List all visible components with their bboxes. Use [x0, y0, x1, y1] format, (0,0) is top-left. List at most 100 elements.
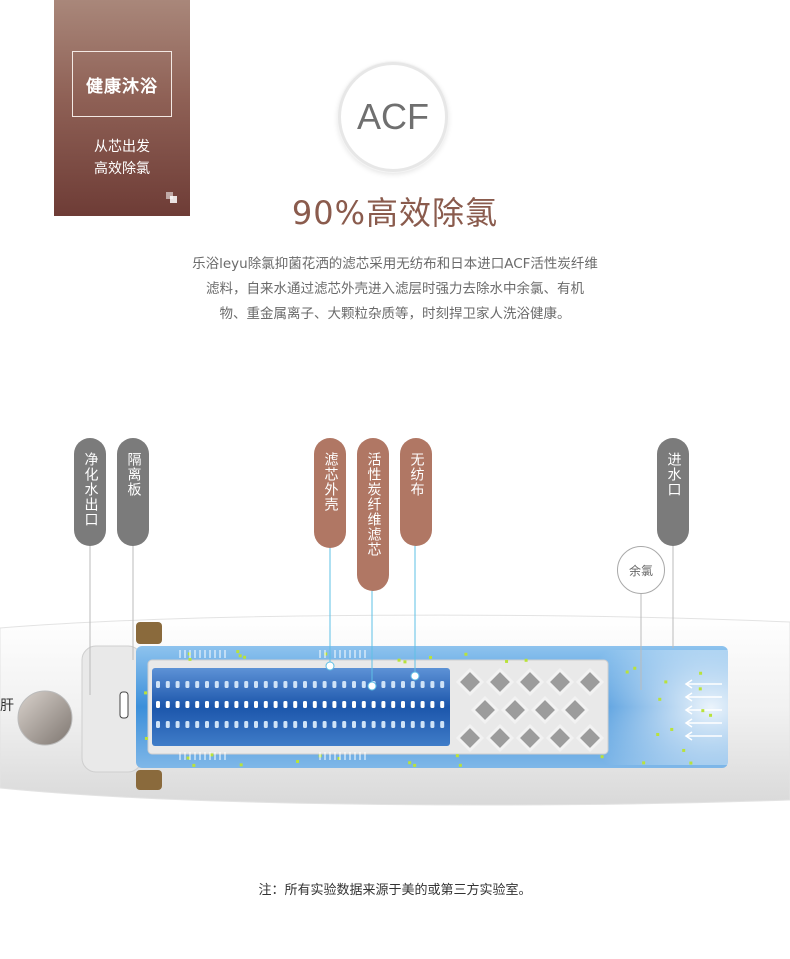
core-hole — [381, 681, 386, 688]
core-hole — [224, 681, 229, 688]
page-headline: 90%高效除氯 — [291, 194, 499, 232]
core-hole — [430, 701, 435, 708]
gold-ring-bottom — [136, 770, 162, 790]
label-inlet: 进水口 — [657, 438, 689, 546]
leader-shell-dot — [325, 661, 335, 671]
core-hole — [234, 681, 239, 688]
badge-title-box: 健康沐浴 — [72, 51, 172, 117]
core-hole — [263, 681, 268, 688]
chlorine-particle — [699, 671, 703, 675]
core-hole — [322, 681, 327, 688]
core-hole — [165, 681, 170, 688]
core-hole — [273, 681, 278, 688]
core-hole — [293, 681, 298, 688]
core-hole — [371, 701, 376, 708]
chlorine-particle — [192, 763, 196, 767]
core-hole — [342, 701, 347, 708]
honeycomb-pattern — [455, 667, 605, 753]
description: 乐浴leyu除氯抑菌花洒的滤芯采用无纺布和日本进口ACF活性炭纤维 滤料，自来水… — [0, 252, 790, 327]
squares-icon — [166, 192, 178, 204]
core-hole — [195, 681, 200, 688]
label-nonwoven: 无纺布 — [400, 438, 432, 546]
chlorine-particle — [524, 658, 528, 662]
core-hole — [371, 721, 376, 728]
badge-title: 健康沐浴 — [86, 76, 158, 97]
chlorine-particle — [464, 652, 468, 656]
core-hole — [214, 681, 219, 688]
chlorine-particle — [709, 713, 713, 717]
honeycomb-cell — [455, 723, 485, 753]
label-partition: 隔离板 — [117, 438, 149, 546]
core-hole — [361, 721, 366, 728]
chlorine-particle — [642, 761, 646, 765]
chlorine-particle — [656, 733, 660, 737]
core-hole — [391, 721, 396, 728]
core-hole — [312, 681, 317, 688]
chlorine-particle — [413, 763, 417, 767]
chlorine-particle — [600, 755, 604, 759]
chlorine-particle — [324, 652, 328, 656]
core-hole — [254, 681, 258, 688]
chlorine-particle — [403, 660, 407, 664]
core-hole — [381, 721, 386, 728]
chlorine-particle — [239, 763, 243, 767]
core-hole — [342, 681, 347, 688]
badge-subtitle-2: 高效除氯 — [94, 161, 150, 177]
chlorine-particle — [337, 756, 341, 760]
chlorine-particle — [408, 761, 412, 765]
honeycomb-cell — [515, 723, 545, 753]
core-hole — [214, 721, 219, 728]
footnote: 注：所有实验数据来源于美的或第三方实验室。 — [258, 883, 532, 898]
core-hole — [234, 721, 239, 728]
chlorine-particle — [243, 655, 247, 659]
chlorine-particle — [397, 658, 401, 662]
core-hole — [401, 681, 405, 688]
chlorine-particle — [187, 652, 191, 656]
description-line-3: 物、重金属离子、大颗粒杂质等，时刻捍卫家人洗浴健康。 — [219, 306, 571, 322]
core-hole — [185, 721, 190, 728]
core-hole — [263, 721, 268, 728]
core-hole — [273, 701, 278, 708]
core-hole — [322, 721, 327, 728]
core-hole — [303, 721, 307, 728]
chlorine-particle — [296, 759, 300, 763]
honeycomb-cell — [500, 695, 530, 725]
core-hole — [312, 721, 317, 728]
core-hole — [185, 681, 190, 688]
core-hole — [332, 701, 337, 708]
chlorine-particle — [625, 670, 629, 674]
core-hole — [303, 701, 307, 708]
description-line-2: 滤料，自来水通过滤芯外壳进入滤层时强力去除水中余氯、有机 — [206, 281, 584, 297]
core-hole — [224, 721, 229, 728]
honeycomb-cell — [515, 667, 545, 697]
chlorine-particle — [186, 756, 190, 760]
core-hole — [332, 681, 337, 688]
core-hole — [401, 701, 405, 708]
core-hole — [185, 701, 190, 708]
chlorine-particle — [455, 754, 459, 758]
core-hole — [420, 681, 425, 688]
badge-subtitle-1: 从芯出发 — [94, 139, 150, 155]
honeycomb-cell — [560, 695, 590, 725]
core-hole — [401, 721, 405, 728]
svg-text:肝: 肝 — [0, 697, 14, 713]
core-hole — [420, 721, 425, 728]
core-hole — [254, 701, 258, 708]
core-hole — [156, 721, 160, 728]
chlorine-particle — [664, 680, 668, 684]
chlorine-particle — [238, 654, 242, 658]
core-hole — [420, 701, 425, 708]
core-hole — [410, 701, 415, 708]
round-button-icon — [17, 690, 73, 746]
core-hole — [283, 721, 288, 728]
core-hole — [244, 701, 249, 708]
leader-nonwoven-dot — [410, 671, 420, 681]
label-outlet: 净化水出口 — [74, 438, 106, 546]
core-hole — [205, 701, 209, 708]
flow-arrow-head — [684, 692, 693, 702]
core-hole — [263, 701, 268, 708]
core-hole — [312, 701, 317, 708]
core-hole — [303, 681, 307, 688]
core-hole — [254, 721, 258, 728]
core-hole — [293, 721, 298, 728]
